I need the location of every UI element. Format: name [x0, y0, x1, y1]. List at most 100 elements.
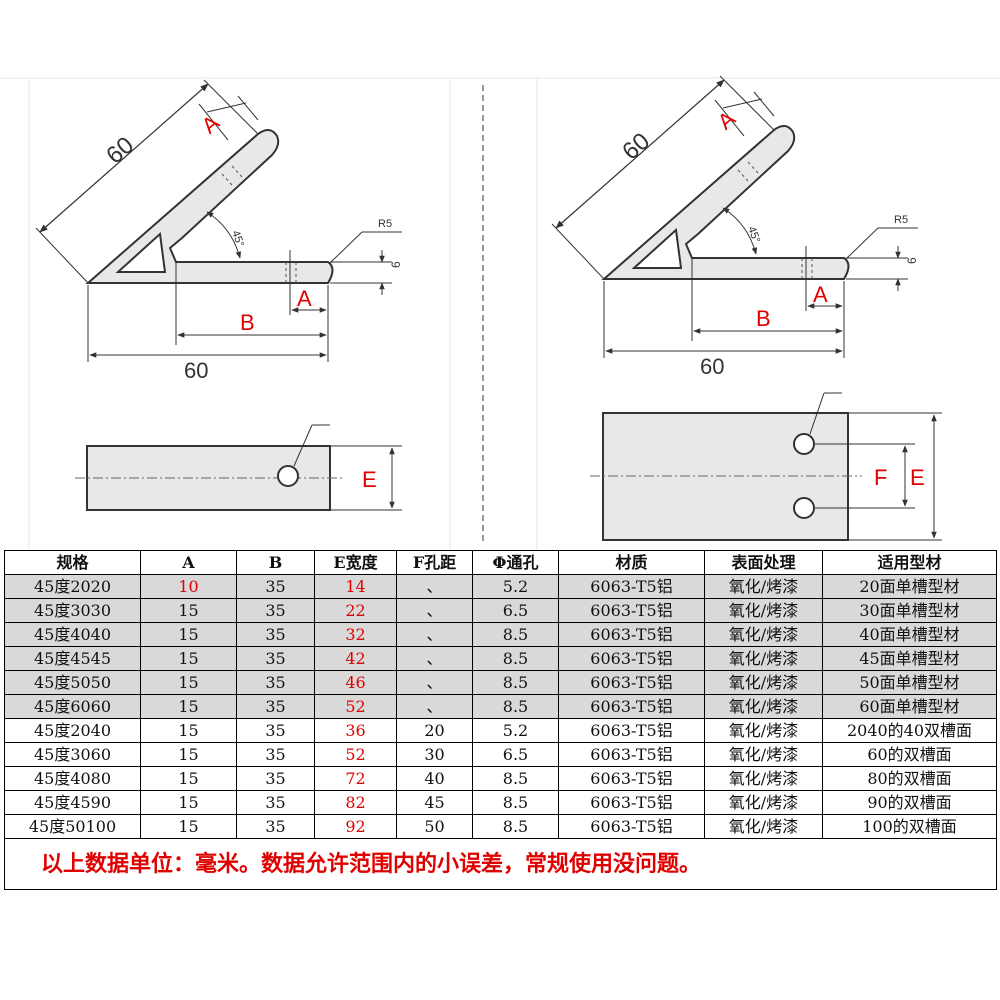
cell-profile: 2040的40双槽面: [822, 718, 997, 743]
cell-hole: 8.5: [472, 694, 559, 719]
cell-f-spacing: 50: [396, 814, 473, 839]
right-dim-f: F: [874, 465, 887, 490]
cell-b: 35: [236, 790, 315, 815]
cell-spec: 45度2020: [4, 574, 141, 599]
cell-hole: 8.5: [472, 670, 559, 695]
right-bracket-front-view: [590, 392, 942, 541]
cell-finish: 氧化/烤漆: [704, 598, 823, 623]
cell-material: 6063-T5铝: [558, 574, 705, 599]
cell-e-width: 22: [314, 598, 397, 623]
cell-f-spacing: 、: [396, 622, 473, 647]
cell-b: 35: [236, 766, 315, 791]
note-text: 以上数据单位：毫米。数据允许范围内的小误差，常规使用没问题。: [4, 838, 997, 890]
cell-material: 6063-T5铝: [558, 598, 705, 623]
cell-a: 15: [140, 814, 237, 839]
header-e-width: E宽度: [314, 550, 397, 575]
left-dim-b: B: [240, 310, 255, 335]
left-dim-a-top: A: [197, 110, 225, 139]
cell-spec: 45度50100: [4, 814, 141, 839]
cell-e-width: 42: [314, 646, 397, 671]
cell-spec: 45度6060: [4, 694, 141, 719]
left-thickness-label: 6: [389, 261, 403, 268]
cell-b: 35: [236, 742, 315, 767]
left-bracket-front-view: [75, 424, 402, 511]
cell-material: 6063-T5铝: [558, 622, 705, 647]
header-f-spacing: F孔距: [396, 550, 473, 575]
cell-e-width: 46: [314, 670, 397, 695]
left-radius-label: R5: [378, 218, 392, 230]
cell-profile: 45面单槽型材: [822, 646, 997, 671]
cell-profile: 60的双槽面: [822, 742, 997, 767]
cell-e-width: 52: [314, 742, 397, 767]
cell-hole: 8.5: [472, 814, 559, 839]
cell-spec: 45度4040: [4, 622, 141, 647]
cell-b: 35: [236, 670, 315, 695]
cell-f-spacing: 30: [396, 742, 473, 767]
cell-hole: 6.5: [472, 742, 559, 767]
cell-finish: 氧化/烤漆: [704, 622, 823, 647]
cell-e-width: 72: [314, 766, 397, 791]
cell-a: 15: [140, 694, 237, 719]
cell-spec: 45度5050: [4, 670, 141, 695]
cell-profile: 50面单槽型材: [822, 670, 997, 695]
cell-spec: 45度4590: [4, 790, 141, 815]
cell-spec: 45度2040: [4, 718, 141, 743]
header-profile: 适用型材: [822, 550, 997, 575]
cell-a: 15: [140, 766, 237, 791]
cell-hole: 8.5: [472, 790, 559, 815]
note-row: 以上数据单位：毫米。数据允许范围内的小误差，常规使用没问题。: [4, 838, 997, 890]
cell-hole: 5.2: [472, 718, 559, 743]
cell-spec: 45度4545: [4, 646, 141, 671]
cell-spec: 45度4080: [4, 766, 141, 791]
cell-finish: 氧化/烤漆: [704, 694, 823, 719]
cell-spec: 45度3060: [4, 742, 141, 767]
cell-a: 10: [140, 574, 237, 599]
header-b: B: [236, 550, 315, 575]
right-thickness-label: 6: [905, 257, 919, 264]
right-dim-a-bottom: A: [813, 282, 828, 307]
cell-f-spacing: 20: [396, 718, 473, 743]
cell-b: 35: [236, 622, 315, 647]
left-dim-60-diagonal: 60: [101, 132, 139, 170]
header-hole: Φ通孔: [472, 550, 559, 575]
cell-material: 6063-T5铝: [558, 646, 705, 671]
header-finish: 表面处理: [704, 550, 823, 575]
cell-finish: 氧化/烤漆: [704, 718, 823, 743]
cell-finish: 氧化/烤漆: [704, 766, 823, 791]
right-dim-60-bottom: 60: [700, 354, 724, 379]
cell-a: 15: [140, 598, 237, 623]
cell-a: 15: [140, 718, 237, 743]
cell-profile: 20面单槽型材: [822, 574, 997, 599]
cell-material: 6063-T5铝: [558, 814, 705, 839]
cell-material: 6063-T5铝: [558, 766, 705, 791]
cell-material: 6063-T5铝: [558, 742, 705, 767]
cell-a: 15: [140, 790, 237, 815]
cell-e-width: 36: [314, 718, 397, 743]
cell-hole: 8.5: [472, 766, 559, 791]
cell-f-spacing: 40: [396, 766, 473, 791]
cell-hole: 8.5: [472, 646, 559, 671]
left-angle-label: 45°: [229, 229, 246, 249]
cell-e-width: 32: [314, 622, 397, 647]
cell-material: 6063-T5铝: [558, 670, 705, 695]
cell-f-spacing: 、: [396, 646, 473, 671]
cell-a: 15: [140, 646, 237, 671]
cell-material: 6063-T5铝: [558, 790, 705, 815]
right-radius-label: R5: [894, 214, 908, 226]
header-spec: 规格: [4, 550, 141, 575]
cell-b: 35: [236, 814, 315, 839]
right-dim-60-diagonal: 60: [617, 128, 655, 166]
cell-finish: 氧化/烤漆: [704, 742, 823, 767]
cell-e-width: 92: [314, 814, 397, 839]
left-dim-60-bottom: 60: [184, 358, 208, 383]
cell-a: 15: [140, 622, 237, 647]
